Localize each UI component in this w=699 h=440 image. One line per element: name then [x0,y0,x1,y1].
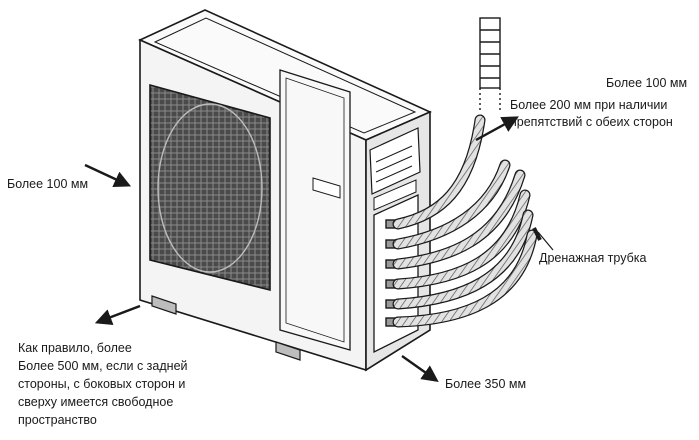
fan-circle [157,103,263,273]
hose [393,210,533,309]
arrow-front-clearance [401,355,439,382]
hose [393,170,525,269]
drain-tube [532,227,554,251]
control-panel-line [375,145,413,163]
clearance-arrows [84,116,519,382]
nameplate [312,177,341,199]
unit-foot-right [275,341,301,361]
service-panel [279,69,351,351]
obstacle-clearance-line2: препятствий с обеих сторон [510,115,673,129]
note-line-2: Более 500 мм, если с задней [18,359,188,373]
control-panel [369,127,421,195]
fan-grille [149,83,271,292]
note-line-1: Как правило, более [18,341,132,355]
outdoor-unit [138,9,432,372]
drain-tube-tip [532,227,542,241]
wall-pipe-ribs [480,29,500,79]
valve-panel [373,193,419,354]
obstacle-clearance-label: Более 200 мм при наличии препятствий с о… [510,97,673,131]
arrow-left-clearance [84,163,132,187]
hose [393,190,530,289]
obstacle-clearance-line1: Более 200 мм при наличии [510,98,668,112]
control-panel-line [375,155,413,173]
hose [393,230,537,327]
note-line-4: сверху имеется свободное [18,395,174,409]
drain-pipe-label: Дренажная трубка [539,251,647,265]
unit-foot-left [151,295,177,315]
arrow-top-clearance [475,116,519,142]
hose [393,160,510,249]
valve-ports [385,219,397,327]
arrow-rear-clearance [94,304,141,326]
control-panel-line [375,165,413,183]
refrigerant-hoses [392,114,538,328]
left-clearance-label: Более 100 мм [7,177,89,191]
hose [393,115,485,229]
drain-tube-leader [537,231,554,251]
wall-pipe [479,17,501,112]
service-panel-inner [285,77,345,343]
note-line-3: стороны, с боковых сторон и [18,377,186,391]
control-panel-lower [373,179,417,211]
note-line-5: пространство [18,413,97,427]
wall-pipe-body [479,17,501,89]
front-clearance-label: Более 350 мм [445,377,527,391]
top-right-clearance-label: Более 100 мм [606,76,688,90]
general-clearance-note: Как правило, более Более 500 мм, если с … [18,339,188,429]
